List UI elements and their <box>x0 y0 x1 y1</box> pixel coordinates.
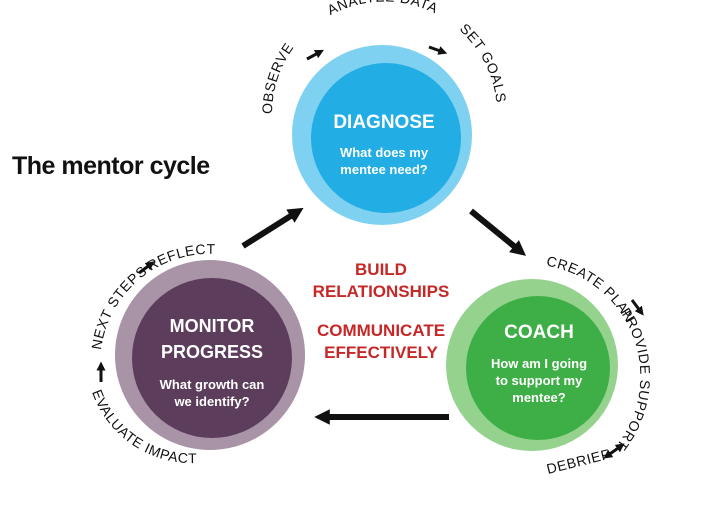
arrow-analyze-to-setgoals <box>428 45 448 55</box>
center-communicate: COMMUNICATE <box>317 321 445 340</box>
diagnose-question-line2: mentee need? <box>340 162 427 177</box>
monitor-question-line1: What growth can <box>160 377 265 392</box>
arrow-monitor-to-diagnose <box>241 207 304 249</box>
page-title: The mentor cycle <box>12 152 210 180</box>
step-provide-support: PROVIDE SUPPORT <box>614 305 654 454</box>
arrow-debrief-provide <box>603 443 625 459</box>
monitor-inner-circle <box>132 278 292 438</box>
monitor-title-line1: MONITOR <box>170 316 255 336</box>
center-relationships: RELATIONSHIPS <box>313 282 450 301</box>
step-observe: OBSERVE <box>259 40 297 115</box>
arrow-createplan-to-provide <box>630 299 644 316</box>
center-effectively: EFFECTIVELY <box>324 343 438 362</box>
coach-question-line2: to support my <box>496 373 583 388</box>
step-set-goals: SET GOALS <box>457 20 510 104</box>
diagnose-node: DIAGNOSE What does my mentee need? <box>292 45 472 225</box>
coach-question-line3: mentee? <box>512 390 566 405</box>
coach-node: COACH How am I going to support my mente… <box>446 279 618 451</box>
diagnose-question-line1: What does my <box>340 145 429 160</box>
arrow-observe-to-analyze <box>306 49 324 61</box>
arrow-nextsteps-to-reflect <box>138 261 155 275</box>
diagnose-inner-circle <box>311 63 461 213</box>
step-debrief: DEBRIEF <box>545 446 612 477</box>
monitor-title-line2: PROGRESS <box>161 342 263 362</box>
center-build: BUILD <box>355 260 407 279</box>
monitor-progress-node: MONITOR PROGRESS What growth can we iden… <box>115 260 305 450</box>
monitor-question-line2: we identify? <box>173 394 249 409</box>
coach-title: COACH <box>504 322 574 343</box>
step-analyze-data: ANALYZE DATA <box>325 0 441 18</box>
coach-inner-circle <box>466 296 610 440</box>
diagnose-title: DIAGNOSE <box>333 112 434 133</box>
arrow-diagnose-to-coach <box>469 208 527 256</box>
coach-question-line1: How am I going <box>491 356 587 371</box>
